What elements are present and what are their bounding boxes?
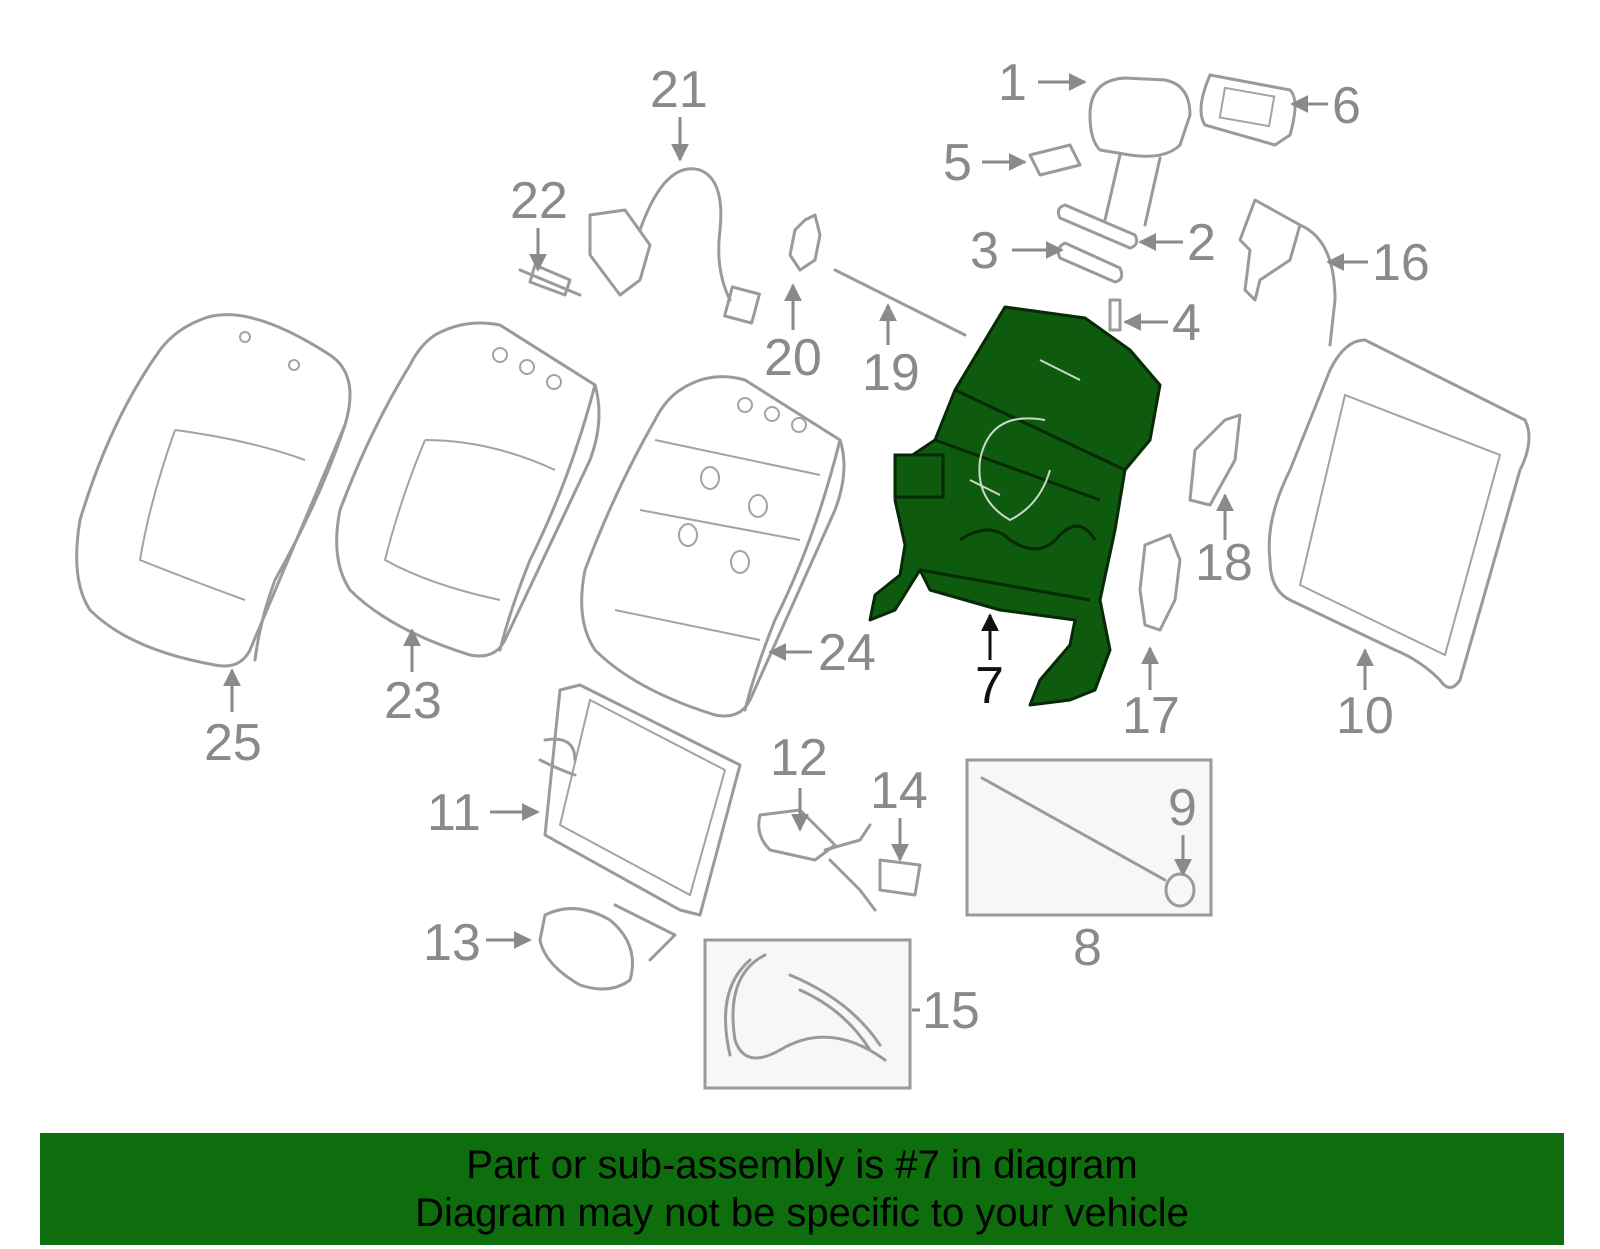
info-banner: Part or sub-assembly is #7 in diagram Di… xyxy=(40,1133,1564,1245)
part-22-connector xyxy=(518,263,582,297)
callout-25: 25 xyxy=(204,714,262,772)
callout-3: 3 xyxy=(970,222,999,280)
callout-15: 15 xyxy=(922,982,980,1040)
callout-23: 23 xyxy=(384,672,442,730)
part-1-headrest xyxy=(1088,76,1192,227)
part-18-motor xyxy=(1188,413,1242,507)
part-24-seatback-pad xyxy=(580,375,846,718)
callout-22: 22 xyxy=(510,172,568,230)
part-7-seatback-frame xyxy=(868,305,1162,707)
part-10-back-panel xyxy=(1267,338,1531,689)
callout-1: 1 xyxy=(998,54,1027,112)
banner-line-1: Part or sub-assembly is #7 in diagram xyxy=(466,1143,1138,1187)
callout-21: 21 xyxy=(650,61,708,119)
callout-8: 8 xyxy=(1073,919,1102,977)
callout-labels: 1 2 3 4 5 6 7 8 9 10 11 12 13 14 15 16 1… xyxy=(204,54,1430,1040)
callout-19: 19 xyxy=(862,344,920,402)
callout-7: 7 xyxy=(975,657,1004,715)
callout-arrows xyxy=(223,73,1374,1012)
part-13-motor xyxy=(538,903,677,991)
callout-16: 16 xyxy=(1372,234,1430,292)
part-3-bracket xyxy=(1056,241,1124,284)
part-16-bracket xyxy=(1238,198,1337,347)
part-12-lumbar xyxy=(757,808,877,912)
part-20-clip xyxy=(788,213,822,272)
callout-13: 13 xyxy=(423,914,481,972)
part-15-box xyxy=(703,938,912,1090)
part-2-bracket xyxy=(1056,203,1139,250)
part-5-pad xyxy=(1028,143,1082,177)
part-17-motor xyxy=(1138,533,1182,632)
callout-14: 14 xyxy=(870,762,928,820)
parts-diagram: 1 2 3 4 5 6 7 8 9 10 11 12 13 14 15 16 1… xyxy=(75,54,1531,1090)
part-21-cable xyxy=(588,167,761,325)
part-23-seatback-pad xyxy=(335,321,601,658)
part-14-module xyxy=(878,858,922,897)
callout-20: 20 xyxy=(764,329,822,387)
part-19-rod xyxy=(833,268,967,337)
part-11-panel xyxy=(538,683,742,917)
banner-line-2: Diagram may not be specific to your vehi… xyxy=(415,1191,1189,1235)
callout-10: 10 xyxy=(1336,687,1394,745)
part-8-box xyxy=(965,758,1213,917)
part-6-headrest-guide xyxy=(1199,73,1297,147)
part-25-seatback-cover xyxy=(75,313,352,668)
callout-17: 17 xyxy=(1122,687,1180,745)
callout-18: 18 xyxy=(1195,534,1253,592)
callout-24: 24 xyxy=(818,624,876,682)
callout-11: 11 xyxy=(427,784,481,842)
callout-5: 5 xyxy=(943,134,972,192)
part-4-pin xyxy=(1108,298,1122,332)
callout-4: 4 xyxy=(1172,294,1201,352)
callout-9: 9 xyxy=(1168,779,1197,837)
callout-12: 12 xyxy=(770,729,828,787)
callout-6: 6 xyxy=(1332,77,1361,135)
callout-2: 2 xyxy=(1187,214,1216,272)
